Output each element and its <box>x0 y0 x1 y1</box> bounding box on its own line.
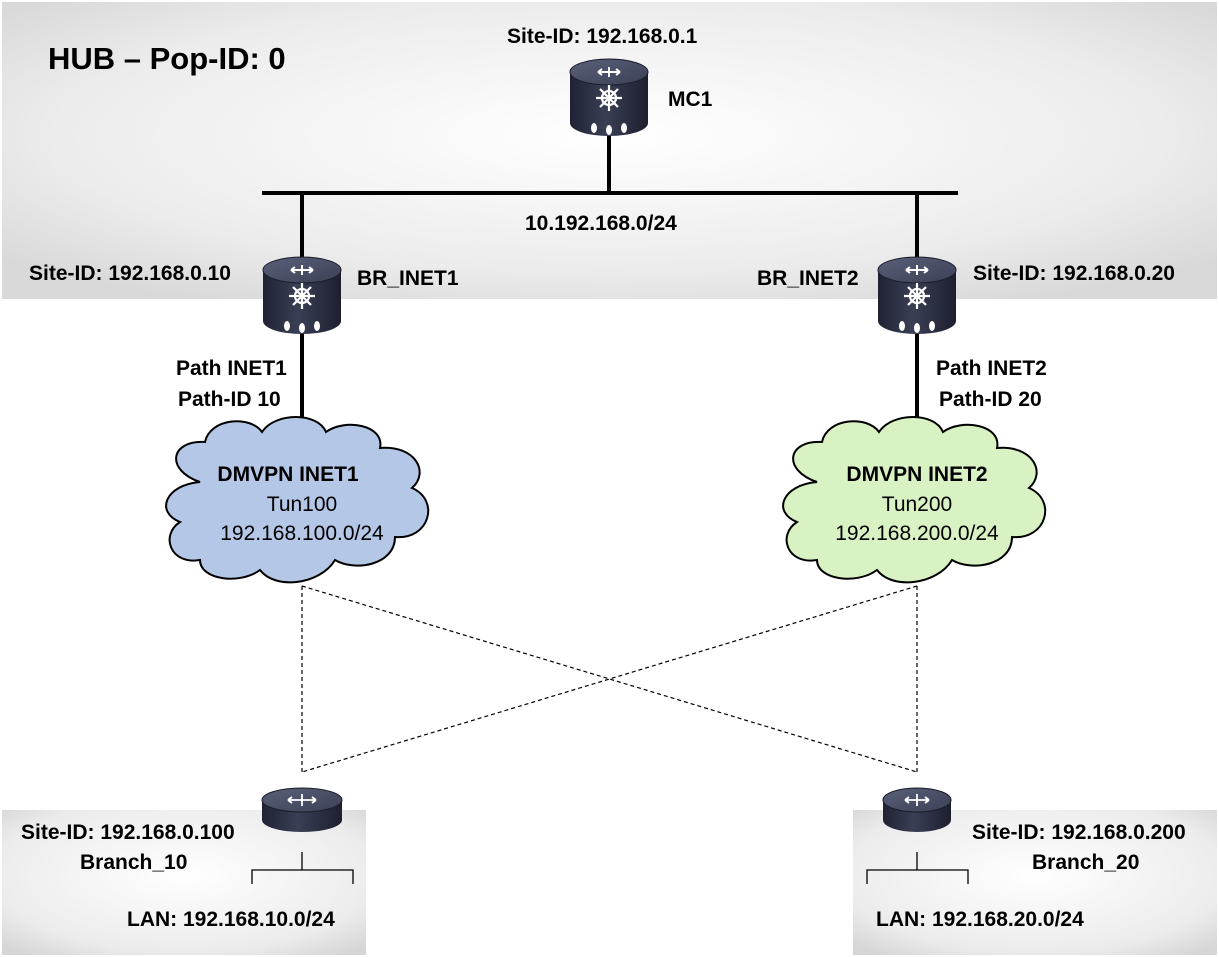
path-inet2-label: Path INET2 <box>936 357 1047 380</box>
mc1-label: MC1 <box>668 88 713 111</box>
cloud-inet1-tunnel: Tun100 <box>267 493 337 516</box>
branch-10-lan-bracket <box>251 852 354 884</box>
tunnel-inet2-branch10 <box>301 585 918 773</box>
branch-10-label: Branch_10 <box>80 851 188 874</box>
cloud-inet2-tunnel: Tun200 <box>882 493 952 516</box>
cloud-inet2-subnet: 192.168.200.0/24 <box>835 522 999 545</box>
router-br-inet2[interactable] <box>877 256 957 334</box>
branch-20-lan-bracket <box>866 852 969 884</box>
br-inet2-site-id: Site-ID: 192.168.0.20 <box>973 262 1175 285</box>
path-inet2-id: Path-ID 20 <box>939 388 1042 411</box>
hub-title: HUB – Pop-ID: 0 <box>48 41 286 76</box>
branch-20-site-id: Site-ID: 192.168.0.200 <box>972 821 1186 844</box>
border-router-icon <box>262 256 342 334</box>
tunnel-inet1-branch20 <box>301 585 918 773</box>
branch-20-lan: LAN: 192.168.20.0/24 <box>876 908 1084 931</box>
br-inet2-label: BR_INET2 <box>757 267 859 290</box>
cloud-dmvpn-inet2 <box>782 416 1047 584</box>
br-inet1-site-id: Site-ID: 192.168.0.10 <box>29 262 231 285</box>
master-controller-router-icon <box>569 58 649 136</box>
mc1-site-id: Site-ID: 192.168.0.1 <box>507 25 698 48</box>
border-router-icon <box>877 256 957 334</box>
path-inet1-id: Path-ID 10 <box>178 388 281 411</box>
router-mc1[interactable] <box>569 58 649 136</box>
router-branch-20[interactable] <box>882 787 952 832</box>
cloud-inet1-title: DMVPN INET1 <box>217 463 359 486</box>
branch-router-icon <box>261 787 343 832</box>
branch-10-zone <box>2 810 366 955</box>
cloud-inet1-subnet: 192.168.100.0/24 <box>220 522 384 545</box>
router-branch-10[interactable] <box>261 787 343 832</box>
branch-router-icon <box>882 787 952 832</box>
path-inet1-label: Path INET1 <box>176 357 287 380</box>
br-inet1-label: BR_INET1 <box>357 267 459 290</box>
router-br-inet1[interactable] <box>262 256 342 334</box>
hub-lan-subnet: 10.192.168.0/24 <box>525 212 677 235</box>
branch-20-label: Branch_20 <box>1032 851 1140 874</box>
branch-20-zone <box>853 810 1217 955</box>
cloud-dmvpn-inet1 <box>165 416 430 584</box>
cloud-inet2-title: DMVPN INET2 <box>846 463 987 486</box>
branch-10-lan: LAN: 192.168.10.0/24 <box>127 908 335 931</box>
branch-10-site-id: Site-ID: 192.168.0.100 <box>21 821 235 844</box>
